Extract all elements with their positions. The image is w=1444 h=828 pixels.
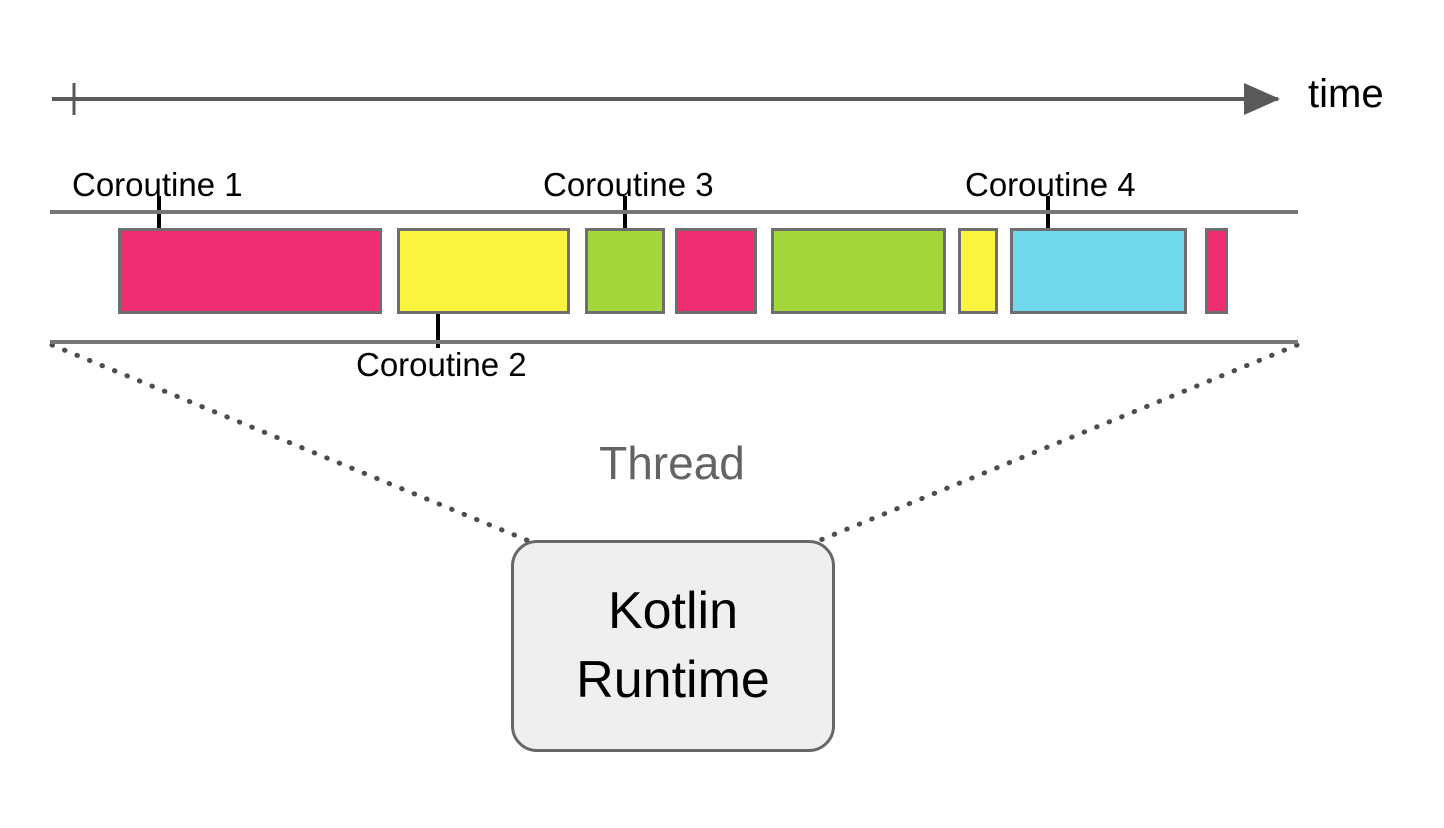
coroutine-slot-1 (118, 228, 382, 314)
kotlin-runtime-box: Kotlin Runtime (511, 540, 835, 752)
kotlin-runtime-line-1: Kotlin (607, 582, 739, 641)
coroutine-slot-4 (675, 228, 757, 314)
thread-band (50, 210, 1298, 344)
coroutine-slot-8 (1205, 228, 1228, 314)
coroutine-slot-3 (585, 228, 665, 314)
thread-band-bottom-rule (50, 340, 1298, 344)
coroutine-slot-2 (397, 228, 570, 314)
thread-band-top-rule (50, 210, 1298, 214)
coroutine-slot-7 (1010, 228, 1187, 314)
time-axis-label: time (1308, 72, 1384, 116)
kotlin-runtime-line-2: Runtime (576, 651, 770, 709)
coroutine-2-label: Coroutine 2 (356, 346, 527, 383)
time-axis (52, 83, 1280, 115)
coroutine-1-label: Coroutine 1 (72, 166, 243, 203)
coroutine-slot-list (50, 210, 1298, 344)
coroutine-slot-5 (771, 228, 946, 314)
coroutine-4-label: Coroutine 4 (965, 166, 1136, 203)
coroutine-slot-6 (958, 228, 998, 314)
thread-caption: Thread (599, 437, 745, 489)
coroutine-3-label: Coroutine 3 (543, 166, 714, 203)
